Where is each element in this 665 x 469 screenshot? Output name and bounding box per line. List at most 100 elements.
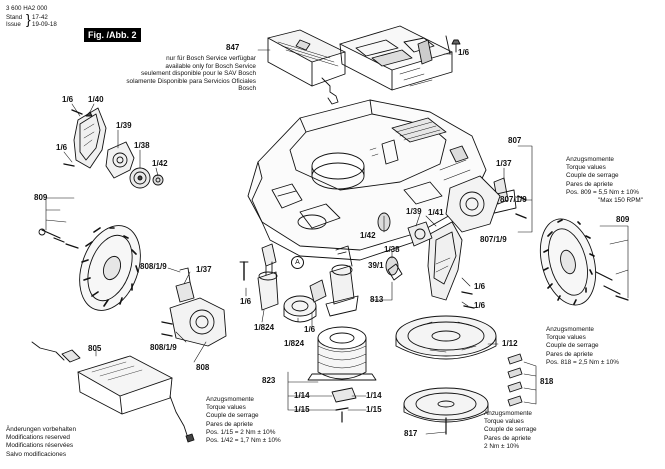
label-1-6-d: 1/6 — [474, 301, 486, 310]
torque-115-block: Anzugsmomente Torque values Couple de se… — [206, 396, 281, 445]
torque-817-line-2: Couple de serrage — [484, 426, 537, 434]
left-wheel — [38, 225, 141, 311]
torque-817-line-0: Anzugsmomente — [484, 410, 532, 417]
label-1-6-top: 1/6 — [458, 48, 470, 57]
torque-817-line-4: 2 Nm ± 10% — [484, 442, 520, 450]
torque-809-line-5: "Max 150 RPM" — [598, 197, 644, 205]
service-note-de: nur für Bosch Service verfügbar — [166, 55, 256, 62]
leader-lines — [45, 49, 629, 435]
screw-1-6-top — [451, 39, 461, 53]
detail-marker-a: A — [291, 256, 304, 269]
label-1-12: 1/12 — [502, 339, 518, 348]
torque-817-line-3: Pares de apriete — [484, 434, 531, 442]
right-wheel — [539, 218, 629, 306]
label-1-37-a: 1/37 — [496, 159, 512, 168]
left-motor-808 — [161, 267, 227, 347]
label-1-15-a: 1/15 — [294, 405, 310, 414]
torque-115-line-5: Pos. 1/42 = 1,7 Nm ± 10% — [206, 437, 281, 445]
label-1-39-b: 1/39 — [406, 207, 422, 216]
label-1-39-a: 1/39 — [116, 121, 132, 130]
label-807: 807 — [508, 136, 522, 145]
label-1-40: 1/40 — [88, 95, 104, 104]
torque-115-line-0: Anzugsmomente — [206, 396, 254, 403]
label-807-1-9-b: 807/1/9 — [480, 235, 507, 244]
issue-label: Issue — [6, 21, 21, 28]
part-805-charger — [31, 341, 195, 443]
torque-115-line-2: Couple de serrage — [206, 412, 259, 420]
torque-818-line-1: Torque values — [546, 334, 586, 342]
label-1-6-c: 1/6 — [474, 282, 486, 291]
label-1-6-e: 1/6 — [240, 297, 252, 306]
torque-818-block: Anzugsmomente Torque values Couple de se… — [546, 326, 619, 367]
label-1-37-b: 1/37 — [196, 265, 212, 274]
label-847: 847 — [226, 43, 240, 52]
label-808-1-9-a: 808/1/9 — [140, 262, 167, 271]
changes-note-de: Änderungen vorbehalten — [6, 426, 76, 433]
part-1-42-gear — [152, 174, 164, 186]
label-818: 818 — [540, 377, 554, 386]
changes-note-fr: Modifications réservées — [6, 442, 74, 450]
part-1-38-gear — [129, 167, 151, 189]
label-808-1-9-b: 808/1/9 — [150, 343, 177, 352]
stand-value: 17-42 — [32, 14, 48, 21]
service-note-es: solamente Disponible para Servicios Ofic… — [126, 77, 256, 93]
part-1-39-right — [407, 221, 433, 247]
doc-number: 3 600 HA2 000 — [6, 5, 48, 12]
label-805: 805 — [88, 344, 102, 353]
changes-note-es: Salvo modificaciones — [6, 450, 67, 458]
issue-value: 19-09-18 — [32, 21, 57, 28]
label-817: 817 — [404, 429, 418, 438]
brace: } — [26, 11, 31, 27]
torque-809-line-0: Anzugsmomente — [566, 156, 614, 163]
torque-818-line-3: Pares de apriete — [546, 350, 593, 358]
label-39-1: 39/1 — [368, 261, 384, 270]
torque-809-line-2: Couple de serrage — [566, 172, 619, 180]
torque-817-line-1: Torque values — [484, 418, 524, 426]
torque-809-block: Anzugsmomente Torque values Couple de se… — [566, 156, 643, 205]
part-1-41-cover — [427, 221, 463, 301]
label-823: 823 — [262, 376, 276, 385]
torque-809-line-1: Torque values — [566, 164, 606, 172]
torque-809-line-4: Pos. 809 = 5,5 Nm ± 10% — [566, 188, 639, 196]
torque-818-line-4: Pos. 818 = 2,5 Nm ± 10% — [546, 358, 619, 366]
torque-818-line-0: Anzugsmomente — [546, 326, 594, 333]
label-809-a: 809 — [34, 193, 48, 202]
label-1-38-b: 1/38 — [384, 245, 400, 254]
label-1-6-f: 1/6 — [304, 325, 316, 334]
torque-818-line-2: Couple de serrage — [546, 342, 599, 350]
label-1-6-b: 1/6 — [56, 143, 68, 152]
changes-note: Änderungen vorbehalten Modifications res… — [6, 426, 76, 459]
label-1-41: 1/41 — [428, 208, 444, 217]
control-board — [339, 25, 453, 91]
label-1-824-a: 1/824 — [254, 323, 275, 332]
part-817-plate — [403, 387, 489, 435]
label-1-38-a: 1/38 — [134, 141, 150, 150]
screws-right — [461, 291, 475, 309]
torque-115-line-1: Torque values — [206, 404, 246, 412]
label-1-824-b: 1/824 — [284, 339, 305, 348]
part-847-module — [267, 29, 346, 105]
stand-label: Stand — [6, 14, 23, 21]
label-1-42-a: 1/42 — [152, 159, 168, 168]
label-807-1-9-a: 807/1/9 — [500, 195, 527, 204]
label-1-14-b: 1/14 — [366, 391, 382, 400]
label-813: 813 — [370, 295, 384, 304]
right-motor-807 — [445, 175, 527, 233]
figure-badge: Fig. /Abb. 2 — [84, 28, 141, 42]
part-823-cutting-unit — [307, 326, 377, 423]
service-note-en: available only for Bosch Service — [165, 62, 256, 70]
label-1-42-b: 1/42 — [360, 231, 376, 240]
part-1-40-cover — [73, 107, 107, 169]
part-818-blades — [507, 353, 523, 407]
label-1-14-a: 1/14 — [294, 391, 310, 400]
label-809-b: 809 — [616, 215, 630, 224]
service-note: nur für Bosch Service verfügbar availabl… — [126, 55, 256, 93]
changes-note-en: Modifications reserved — [6, 434, 70, 442]
service-note-fr: seulement disponible pour le SAV Bosch — [141, 70, 256, 78]
part-1-12-disc — [395, 315, 497, 360]
label-808: 808 — [196, 363, 210, 372]
part-813-motor — [325, 245, 359, 317]
label-1-15-b: 1/15 — [366, 405, 382, 414]
torque-115-line-4: Pos. 1/15 = 2 Nm ± 10% — [206, 428, 276, 436]
